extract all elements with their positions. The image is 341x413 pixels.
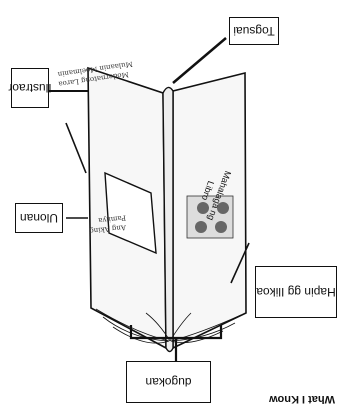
header-text: What I Know — [269, 393, 335, 405]
label-box-ulonan: Ulonan — [15, 203, 63, 233]
leader-togsuai — [172, 37, 227, 84]
label-box-hapin: Hapin gg Ilikoa — [255, 266, 337, 318]
label-box-togsuai: Togsuai — [229, 17, 279, 45]
label-box-dugokan: dugokan — [126, 361, 211, 403]
page-fan — [95, 308, 242, 344]
leader-hapin — [230, 242, 250, 284]
photo-illustration — [186, 195, 234, 239]
leader-illustration — [65, 122, 87, 174]
book-spine — [162, 86, 174, 353]
bottom-bracket — [129, 325, 223, 363]
title-card — [104, 171, 157, 255]
label-box-ilustraor: Ilustraor — [8, 68, 52, 108]
